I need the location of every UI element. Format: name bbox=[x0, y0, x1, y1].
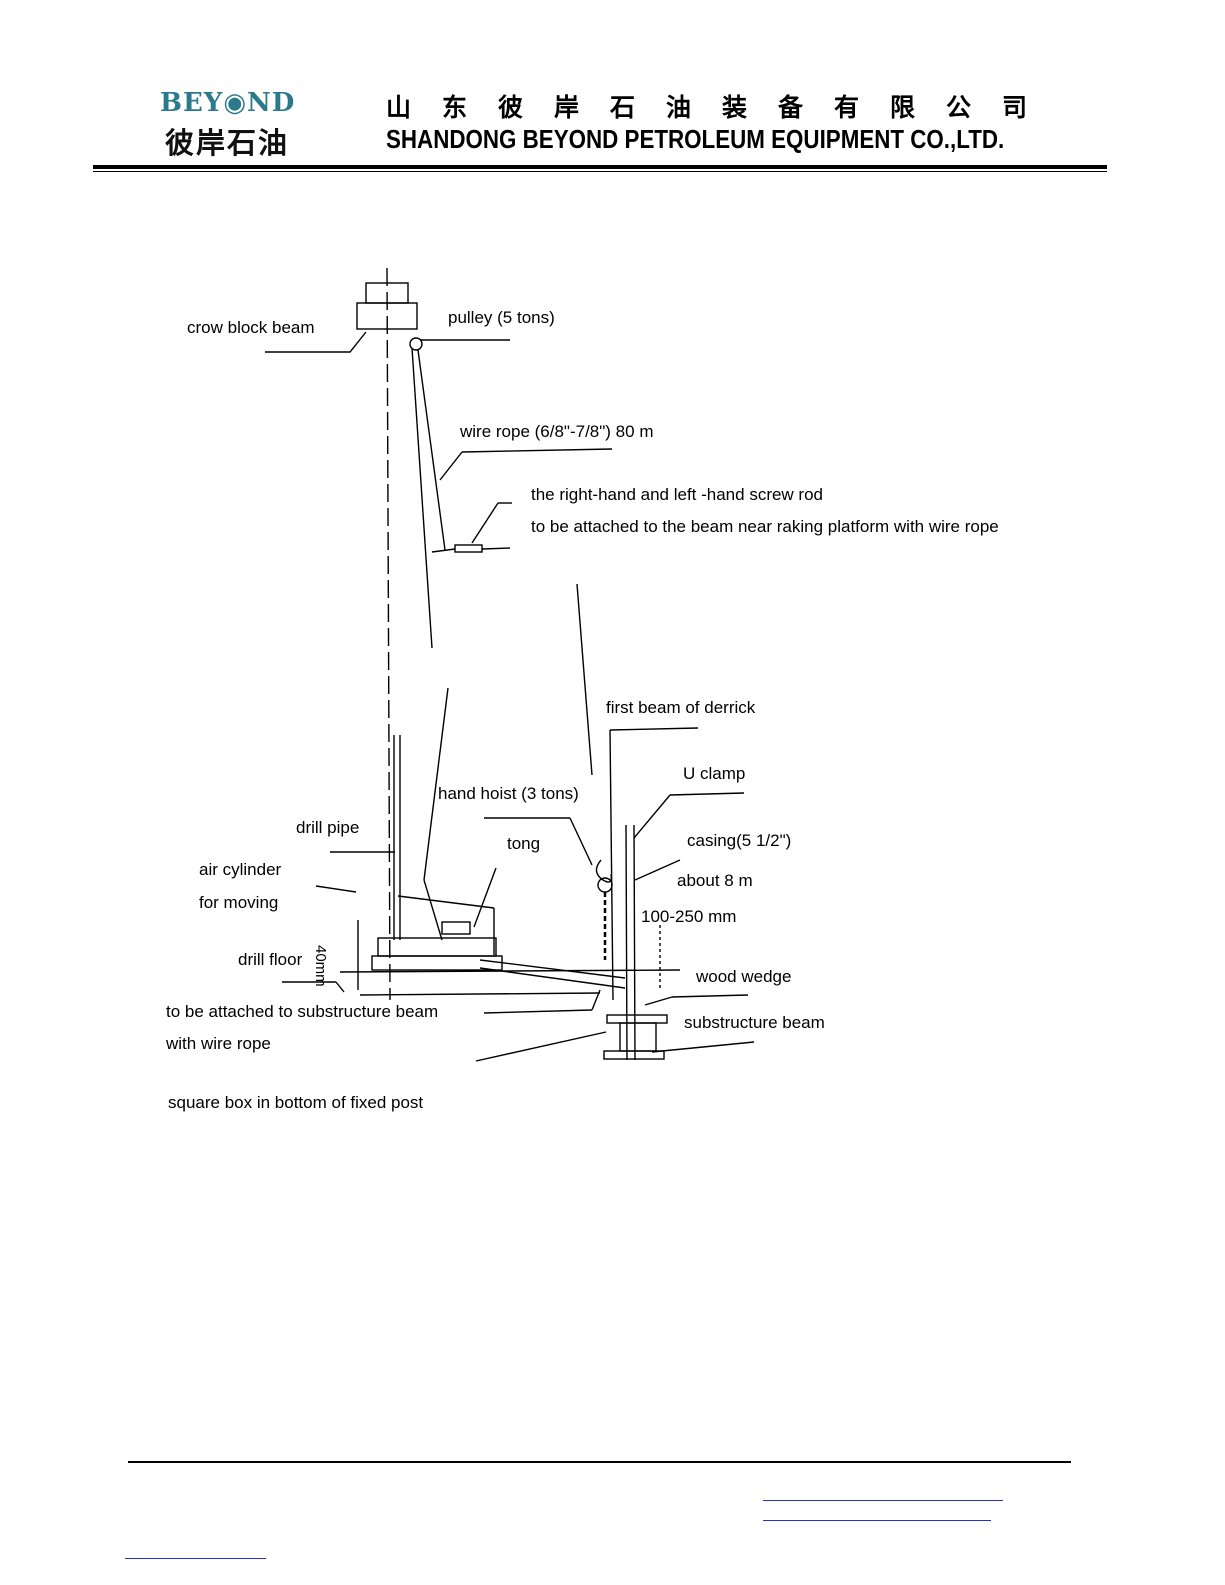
drill-floor bbox=[339, 969, 681, 973]
label-screw-rod: the right-hand and left -hand screw rod bbox=[531, 485, 824, 504]
wire-rope-2 bbox=[417, 349, 446, 551]
hand-hoist-hook bbox=[595, 859, 613, 883]
footer-link-underline-2[interactable] bbox=[763, 1520, 991, 1521]
label-screw-rod-attach: to be attached to the beam near raking p… bbox=[531, 517, 999, 536]
leader-square-box bbox=[475, 1031, 607, 1062]
header-rule-thin bbox=[93, 171, 1107, 172]
company-logo-chinese: 彼岸石油 bbox=[165, 126, 290, 160]
leader-attach bbox=[483, 1009, 593, 1014]
leader-u-clamp bbox=[633, 794, 671, 839]
label-drill-floor: drill floor bbox=[238, 950, 303, 969]
leader-wood-wedge bbox=[644, 996, 673, 1006]
derrick-leg bbox=[576, 583, 593, 776]
label-wood-wedge: wood wedge bbox=[696, 967, 792, 986]
tong bbox=[441, 921, 471, 935]
leader-substructure bbox=[651, 1041, 755, 1053]
screw-rod-leader bbox=[471, 502, 499, 544]
label-hand-hoist: hand hoist (3 tons) bbox=[438, 784, 579, 803]
wire-rope bbox=[411, 347, 433, 649]
label-air-cylinder: air cylinder bbox=[199, 860, 282, 879]
company-name-chinese: 山东彼岸石油装备有限公司 bbox=[386, 93, 1059, 122]
label-first-beam: first beam of derrick bbox=[606, 698, 756, 717]
company-name-english: SHANDONG BEYOND PETROLEUM EQUIPMENT CO.,… bbox=[386, 124, 1005, 154]
label-dim-40: 40mm bbox=[312, 945, 329, 987]
leader-crow-block-beam bbox=[265, 331, 367, 353]
label-u-clamp: U clamp bbox=[683, 764, 746, 783]
casing bbox=[625, 824, 628, 1061]
leader-casing bbox=[634, 859, 681, 881]
wire-rope-leader bbox=[439, 451, 463, 481]
center-axis bbox=[386, 267, 391, 1001]
label-attach: to be attached to substructure beam bbox=[166, 1002, 439, 1021]
label-crow-block-beam: crow block beam bbox=[187, 318, 315, 337]
label-tong: tong bbox=[507, 834, 541, 853]
leader-first-beam bbox=[609, 727, 699, 731]
footer-link-underline-3[interactable] bbox=[125, 1558, 266, 1559]
hoist-line bbox=[423, 687, 449, 881]
label-air-cylinder-moving: for moving bbox=[199, 893, 279, 912]
label-drill-pipe: drill pipe bbox=[296, 818, 360, 837]
leader-air-cylinder bbox=[315, 885, 357, 893]
label-square-box: square box in bottom of fixed post bbox=[168, 1093, 424, 1112]
substructure-beam-section bbox=[606, 1014, 668, 1024]
header-rule-thick bbox=[93, 165, 1107, 169]
label-about-8m: about 8 m bbox=[677, 871, 753, 890]
pulley bbox=[409, 337, 423, 351]
label-pulley: pulley (5 tons) bbox=[448, 308, 555, 327]
footer-rule bbox=[128, 1461, 1071, 1463]
footer-link-underline-1[interactable] bbox=[763, 1500, 1003, 1501]
label-gap: 100-250 mm bbox=[641, 907, 737, 926]
leader-tong bbox=[473, 867, 497, 928]
label-attach-wire-rope: with wire rope bbox=[166, 1034, 271, 1053]
company-logo-english: BEY◉ND bbox=[160, 88, 296, 118]
label-casing: casing(5 1/2") bbox=[687, 831, 792, 850]
label-substructure-beam: substructure beam bbox=[684, 1013, 825, 1032]
screw-rod bbox=[454, 544, 483, 553]
air-cylinder-rod bbox=[479, 959, 626, 979]
wire-rope-leader-2 bbox=[461, 448, 613, 453]
label-wire-rope: wire rope (6/8"-7/8") 80 m bbox=[460, 422, 654, 441]
drill-floor-machinery bbox=[377, 937, 497, 957]
